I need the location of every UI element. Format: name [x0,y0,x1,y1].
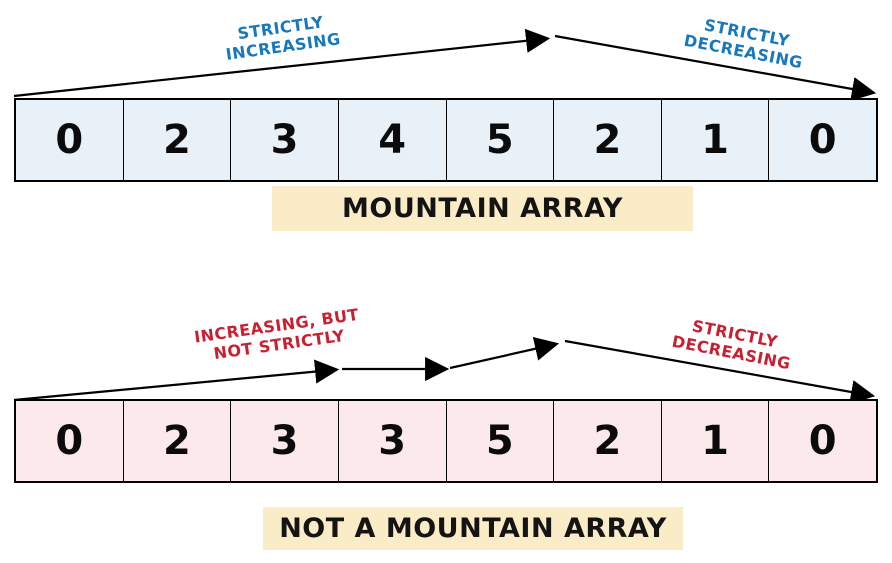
not-mountain-array: 0 2 3 3 5 2 1 0 [14,399,878,483]
top-increasing-label: STRICTLY INCREASING [222,11,342,64]
array-cell: 0 [55,117,84,163]
bottom-increasing-arrow-2 [449,336,560,370]
array-cell: 2 [122,100,231,180]
array-cell: 2 [122,401,231,481]
array-cell: 5 [445,401,554,481]
array-cell: 2 [553,401,661,481]
array-cell: 3 [337,401,446,481]
bottom-decreasing-label: STRICTLY DECREASING [670,314,796,374]
array-cell: 5 [445,100,554,180]
mountain-array: 0 2 3 4 5 2 1 0 [14,98,878,182]
array-cell: 1 [660,100,769,180]
not-mountain-array-caption: NOT A MOUNTAIN ARRAY [263,507,683,550]
array-cell: 3 [230,100,338,180]
mountain-array-caption: MOUNTAIN ARRAY [272,186,693,231]
array-cell: 3 [230,401,338,481]
array-cell: 0 [55,418,84,464]
bottom-increasing-arrow [13,359,340,402]
array-cell: 4 [337,100,446,180]
array-cell: 1 [660,401,769,481]
top-decreasing-label: STRICTLY DECREASING [682,13,808,73]
array-cell: 2 [553,100,661,180]
array-cell: 0 [768,100,876,180]
array-cell: 0 [768,401,876,481]
bottom-increasing-label: INCREASING, BUT NOT STRICTLY [193,305,363,366]
